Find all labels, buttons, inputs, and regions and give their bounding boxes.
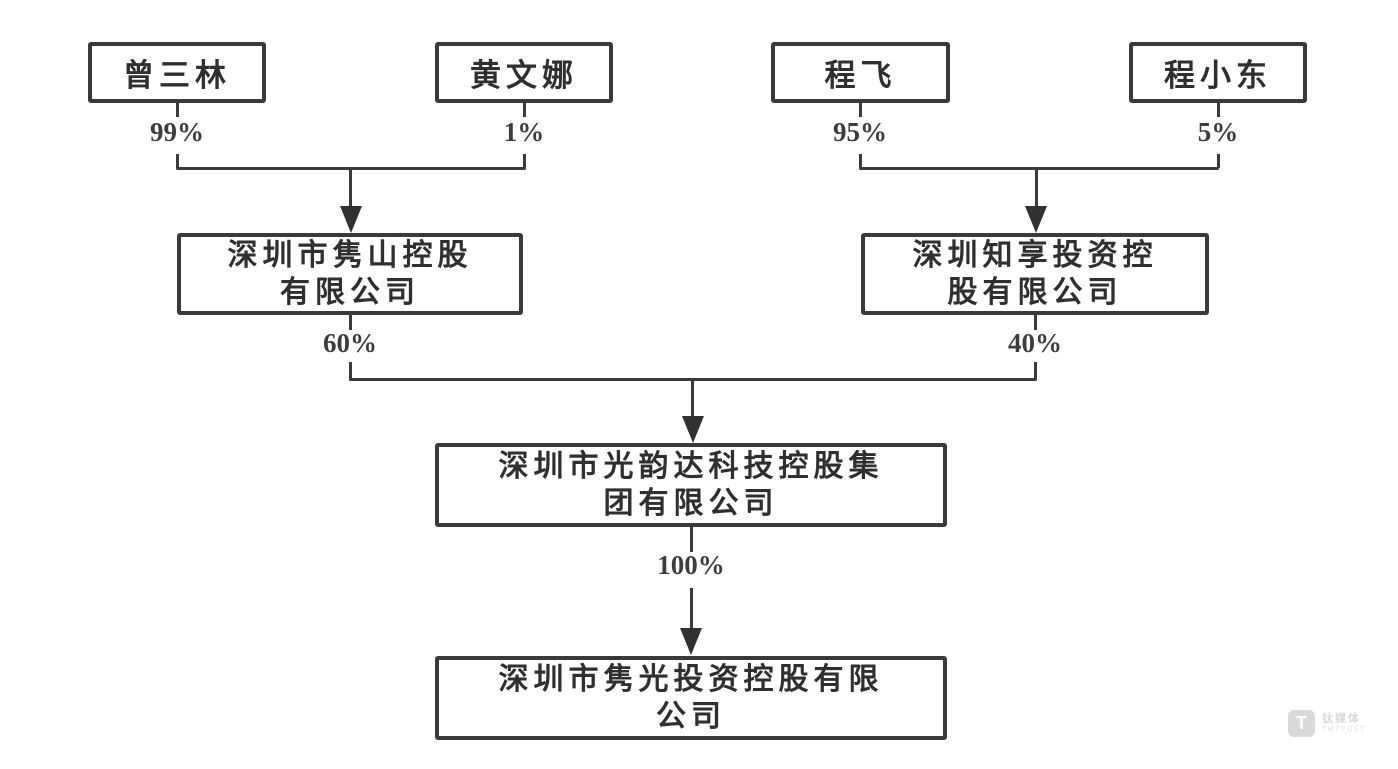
connector-rail-right-pair	[859, 167, 1219, 170]
connector-stub-intermediate-1	[348, 314, 352, 330]
stake-label-shareholder-2: 1%	[503, 117, 545, 147]
connector-stub-shareholder-1	[175, 102, 179, 117]
node-shareholder-2: 黄文娜	[435, 42, 613, 103]
tmtpost-logo-icon: T	[1288, 710, 1315, 737]
stake-label-group: 100%	[657, 550, 725, 580]
stake-label-intermediate-2: 40%	[1008, 328, 1062, 358]
tmtpost-brand-subtitle: TMTPOST	[1322, 725, 1366, 733]
node-shareholder-3: 程飞	[771, 42, 950, 103]
group-company-line1: 深圳市光韵达科技控股集	[498, 450, 884, 483]
connector-stub-shareholder-4	[1216, 102, 1220, 117]
node-intermediate-company-2: 深圳知享投资控 股有限公司	[861, 233, 1209, 315]
tmtpost-watermark-text: 钛媒体 TMTPOST	[1322, 713, 1366, 734]
node-shareholder-4: 程小东	[1129, 42, 1307, 103]
connector-stem-right-pair	[1034, 168, 1038, 210]
connector-stub-group	[689, 526, 693, 552]
stake-label-shareholder-4: 5%	[1197, 117, 1239, 147]
connector-stub-shareholder-2	[522, 102, 526, 117]
node-intermediate-company-1: 深圳市隽山控股 有限公司	[177, 233, 523, 315]
connector-stem-group	[689, 588, 693, 630]
connector-stub-intermediate-2	[1033, 314, 1037, 330]
connector-stem-left-pair	[349, 168, 352, 210]
node-bottom-company: 深圳市隽光投资控股有限 公司	[435, 656, 947, 740]
node-group-company: 深圳市光韵达科技控股集 团有限公司	[435, 443, 947, 527]
arrowhead-down-icon	[339, 206, 362, 233]
arrowhead-down-icon	[680, 628, 702, 655]
arrowhead-down-icon	[681, 416, 704, 443]
tmtpost-watermark: T 钛媒体 TMTPOST	[1288, 710, 1366, 737]
connector-drop-shareholder-2	[522, 154, 526, 168]
intermediate-company-1-line1: 深圳市隽山控股	[227, 239, 473, 272]
bottom-company-line2: 公司	[656, 700, 726, 733]
intermediate-company-2-line1: 深圳知享投资控	[912, 239, 1158, 272]
stake-label-shareholder-3: 95%	[833, 117, 887, 147]
group-company-line2: 团有限公司	[603, 487, 779, 520]
bottom-company-line1: 深圳市隽光投资控股有限	[498, 663, 884, 696]
connector-drop-intermediate-2	[1033, 362, 1037, 380]
shareholder-3-name: 程飞	[824, 58, 897, 93]
connector-stub-shareholder-3	[859, 102, 862, 117]
stake-label-shareholder-1: 99%	[150, 117, 204, 147]
connector-drop-shareholder-4	[1216, 154, 1220, 168]
intermediate-company-2-line2: 股有限公司	[947, 276, 1123, 309]
shareholder-2-name: 黄文娜	[470, 58, 578, 93]
connector-stem-mid-pair	[691, 379, 694, 418]
arrowhead-down-icon	[1025, 206, 1047, 233]
connector-drop-intermediate-1	[348, 362, 352, 380]
node-shareholder-1: 曾三林	[88, 42, 266, 103]
intermediate-company-1-line2: 有限公司	[280, 276, 420, 309]
shareholder-1-name: 曾三林	[123, 58, 231, 93]
shareholder-4-name: 程小东	[1164, 58, 1272, 93]
tmtpost-brand-name: 钛媒体	[1322, 713, 1361, 726]
stake-label-intermediate-1: 60%	[323, 328, 377, 358]
connector-drop-shareholder-3	[859, 154, 862, 168]
connector-drop-shareholder-1	[175, 154, 179, 168]
